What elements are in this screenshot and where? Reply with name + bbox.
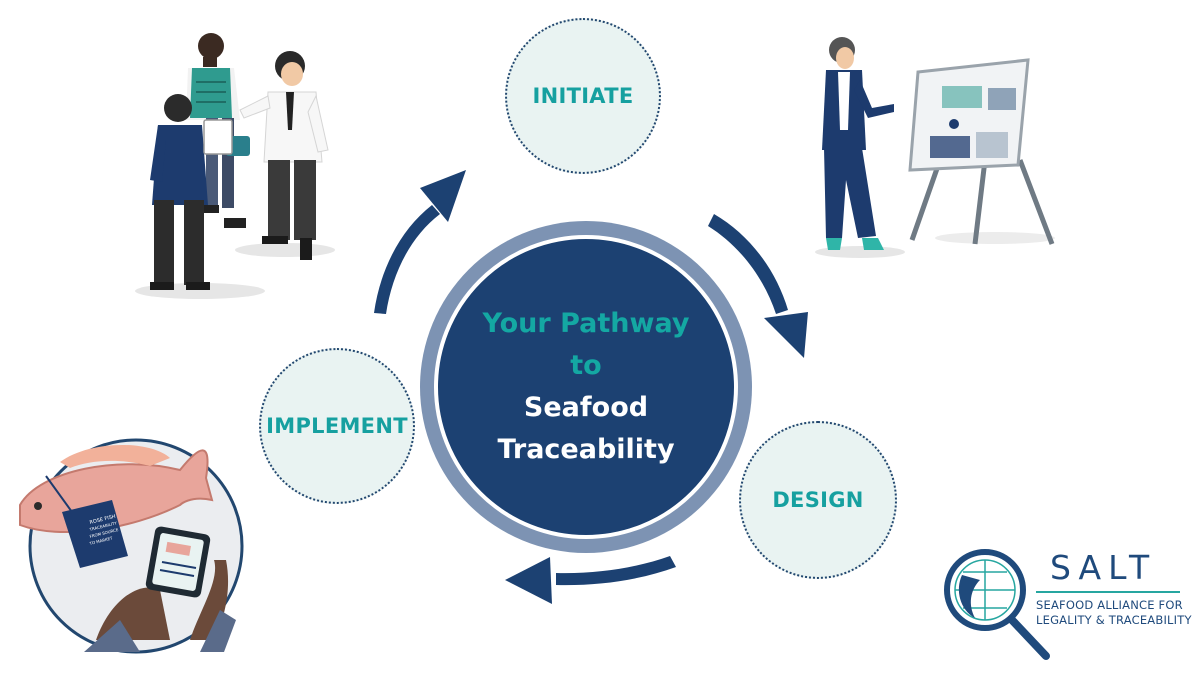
stage-initiate-label: INITIATE xyxy=(532,84,634,108)
stage-implement-label: IMPLEMENT xyxy=(266,414,408,438)
stage-design: DESIGN xyxy=(739,421,897,579)
center-ring: Your Pathway to Seafood Traceability xyxy=(420,221,752,553)
fish-phone-illustration: ROSE FISH TRACEABILITY FROM SOURCE TO MA… xyxy=(19,438,244,654)
salt-logo-mark xyxy=(944,549,1050,660)
center-title-line-1: Your Pathway xyxy=(482,308,690,339)
salt-logo-subtitle-1: SEAFOOD ALLIANCE FOR xyxy=(1036,598,1183,612)
stage-implement: IMPLEMENT xyxy=(259,348,415,504)
center-title-line-3: Seafood xyxy=(523,392,649,423)
presenter-illustration xyxy=(815,37,1055,258)
arrow-initiate-to-design xyxy=(708,214,808,358)
arrow-design-to-implement xyxy=(505,556,676,604)
tag-line-4: TO MARKET xyxy=(88,535,113,546)
stage-initiate: INITIATE xyxy=(505,18,661,174)
center-title-line-2: to xyxy=(570,350,602,381)
salt-logo-divider xyxy=(1036,591,1180,593)
salt-logo-subtitle-2: LEGALITY & TRACEABILITY xyxy=(1036,613,1192,627)
arrow-implement-to-initiate xyxy=(374,170,466,314)
center-title-line-4: Traceability xyxy=(497,434,675,465)
stage-design-label: DESIGN xyxy=(772,488,864,512)
center-circle: Your Pathway to Seafood Traceability xyxy=(434,235,738,539)
inspectors-illustration xyxy=(135,33,335,299)
salt-logo-name: SALT xyxy=(1050,548,1157,587)
